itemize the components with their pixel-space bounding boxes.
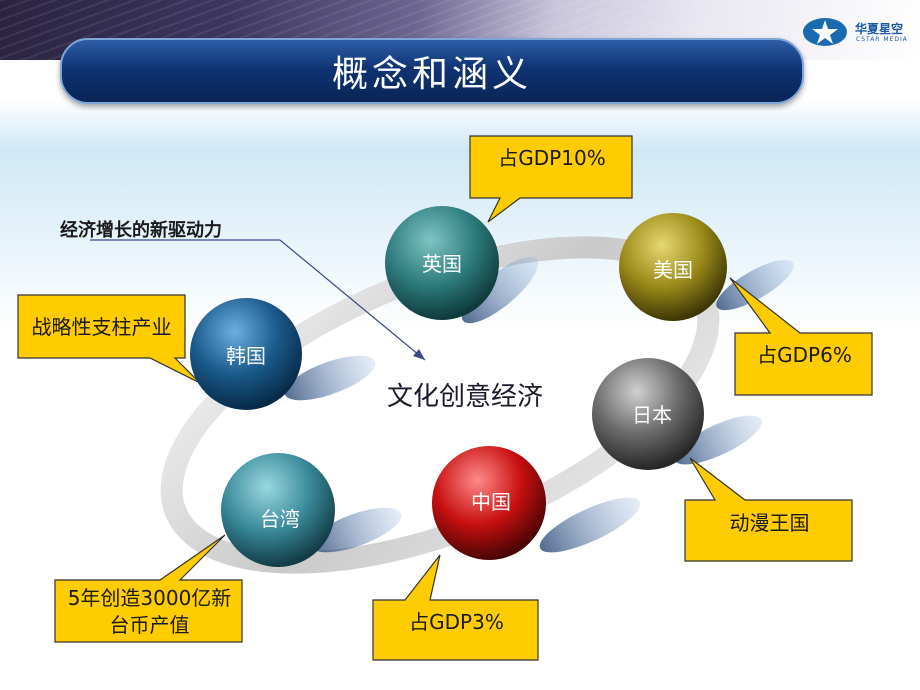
callout-taiwan-text: 5年创造3000亿新台币产值 (67, 586, 232, 637)
country-label-china: 中国 (471, 489, 511, 514)
sphere-japan (592, 358, 704, 470)
callout-uk-text: 占GDP10% (498, 145, 606, 170)
note-arrow (279, 239, 426, 361)
page-title: 概念和涵义 (331, 54, 532, 95)
shadow-uk (461, 256, 539, 324)
sphere-china (432, 446, 546, 560)
shadow-taiwan (310, 507, 402, 553)
country-label-uk: 英国 (422, 251, 462, 276)
callout-china-text: 占GDP3% (409, 609, 504, 634)
callout-japan-box (684, 457, 853, 562)
logo-subtext: CSTAR MEDIA (856, 36, 908, 43)
shadow-usa (716, 259, 794, 311)
sphere-usa (619, 213, 727, 321)
sphere-uk (385, 206, 499, 320)
callout-uk-box (469, 135, 633, 223)
sphere-taiwan (221, 453, 335, 567)
callout-korea-text: 战略性支柱产业 (31, 314, 172, 339)
country-label-taiwan: 台湾 (260, 506, 300, 531)
callout-japan-text: 动漫王国 (729, 510, 810, 535)
callout-usa-box (729, 277, 873, 396)
callout-china-box (372, 554, 539, 661)
country-label-usa: 美国 (653, 257, 693, 282)
callout-usa-text: 占GDP6% (757, 342, 852, 367)
growth-driver-note: 经济增长的新驱动力 (60, 220, 222, 241)
shadow-japan (674, 415, 762, 465)
callout-taiwan-box (54, 534, 243, 643)
callout-korea-box (17, 294, 201, 384)
center-concept-label: 文化创意经济 (386, 381, 543, 412)
note-arrowhead (413, 349, 425, 360)
country-label-japan: 日本 (632, 402, 672, 427)
sphere-korea (190, 298, 302, 410)
title-bar: 概念和涵义 (60, 38, 804, 104)
shadow-korea (284, 355, 376, 401)
shadow-china (539, 497, 641, 553)
logo-star-icon (803, 18, 847, 46)
logo-text: 华夏星空 (855, 22, 904, 36)
country-label-korea: 韩国 (226, 343, 266, 368)
logo: 华夏星空 CSTAR MEDIA (800, 14, 920, 50)
